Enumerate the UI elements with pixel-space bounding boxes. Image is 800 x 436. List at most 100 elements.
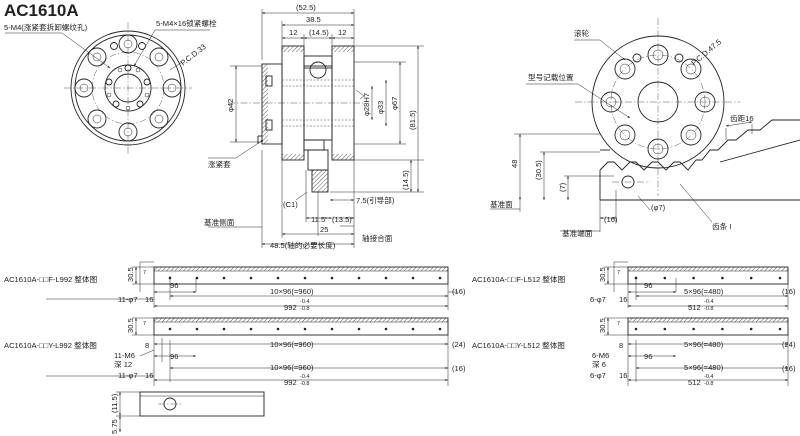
rack-f-l512-pitch: 5×96(=480) — [684, 287, 724, 296]
rack-label-datum-plane: 基准面 — [490, 199, 513, 209]
label-taper-sleeve: 涨紧套 — [208, 159, 231, 169]
drawing-title: AC1610A — [4, 1, 79, 20]
front-pcd: P.C.D.33 — [179, 42, 208, 67]
side-dim-13-5: (13.5) — [332, 215, 352, 224]
rack-f-l512-start-dim: 96 — [644, 281, 652, 290]
rack-f-l992-tol-lower: -0.8 — [300, 306, 309, 312]
mounting-hole — [195, 327, 199, 331]
side-dim-11-5: 11.5 — [311, 215, 325, 224]
mounting-hole — [749, 276, 753, 280]
side-dia-67: φ67 — [390, 97, 399, 110]
rack-y-l992-tap-note: 11-M6 — [114, 351, 135, 360]
rack-f-l512-tol-upper: -0.4 — [704, 299, 713, 305]
mounting-hole — [330, 276, 334, 280]
rack-y-l992-end-dim: (16) — [452, 364, 466, 373]
rack-f-l512-title: AC1610A-□□F-L512 整体图 — [472, 274, 565, 284]
rack-y-l992-total: 992 — [284, 378, 297, 387]
side-dia-28h7: φ28H7 — [362, 93, 371, 116]
mounting-hole — [384, 327, 388, 331]
rack-dim-7: (7) — [558, 182, 567, 192]
mounting-hole — [357, 276, 361, 280]
rack-y-l512-holes — [634, 327, 782, 331]
mounting-hole — [249, 276, 253, 280]
mounting-hole — [195, 276, 199, 280]
rack-y-l992-title: AC1610A-□□Y-L992 整体图 — [4, 340, 97, 350]
rack-y-l992-start: 96 — [170, 352, 178, 361]
mounting-hole — [438, 327, 442, 331]
rack-label-model-pos: 型号记载位置 — [528, 72, 574, 82]
front-rollers — [74, 34, 182, 142]
rack-y-l512-total: 512 — [688, 378, 701, 387]
rack-y-l992-holes — [168, 327, 442, 331]
detail-view: (11.5) 5.75 — [110, 391, 265, 434]
mounting-hole — [411, 276, 415, 280]
rack-y-l512-pitch-2: 5×96(=480) — [684, 363, 724, 372]
rack-f-l992-pitch: 10×96(=960) — [270, 287, 314, 296]
rack-y-l992: AC1610A-□□Y-L992 整体图 30.5 7 11-M6 深 12 8… — [4, 317, 466, 387]
mounting-hole — [276, 327, 280, 331]
rack-f-l992-height: 30.5 — [126, 267, 135, 282]
rack-f-l992-end-dim: (16) — [452, 287, 466, 296]
side-chamfer: (C1) — [283, 200, 298, 209]
rack-pcd: P.C.D.47.5 — [690, 37, 723, 67]
side-dim-25: 25 — [320, 225, 328, 234]
rack-y-l512-height: 30.5 — [598, 318, 607, 333]
rack-y-l512-start: 96 — [644, 352, 652, 361]
rack-label-rack: 齿条 I — [712, 221, 731, 231]
rack-y-l512-tap-depth: 深 6 — [592, 360, 606, 369]
side-dim-12-right: 12 — [338, 28, 346, 37]
mounting-hole — [634, 327, 638, 331]
rack-y-l992-left-dim: 16 — [145, 371, 153, 380]
mounting-hole — [721, 276, 724, 280]
rack-f-l512-top: 7 — [617, 270, 620, 276]
mounting-hole — [749, 327, 753, 331]
mounting-hole — [222, 327, 226, 331]
side-dim-48-5: 48.5(轴的必要长度) — [270, 240, 336, 250]
mounting-hole — [692, 276, 695, 280]
side-dim-14-5: (14.5) — [309, 28, 329, 37]
rack-y-l992-tap-depth: 深 12 — [114, 360, 132, 369]
rack-y-l512: AC1610A-□□Y-L512 整体图 30.5 7 6-M6 深 6 8 5… — [472, 317, 796, 387]
mounting-hole — [168, 327, 172, 331]
rack-y-l992-height: 30.5 — [126, 318, 135, 333]
rack-f-l512-total: 512 — [688, 303, 701, 312]
mounting-hole — [330, 327, 334, 331]
rack-dia-7: (φ7) — [651, 203, 666, 212]
side-dim-12-left: 12 — [289, 28, 297, 37]
mounting-hole — [222, 276, 226, 280]
side-dia-42: φ42 — [226, 99, 235, 112]
rack-label-roller: 滚轮 — [574, 28, 590, 38]
front-bolts — [105, 64, 151, 111]
rack-f-l512-left-dim: 16 — [619, 295, 627, 304]
mounting-hole — [357, 327, 361, 331]
mounting-hole — [692, 327, 695, 331]
mounting-hole — [411, 327, 415, 331]
rack-f-l992-start-dim: 96 — [170, 281, 178, 290]
mounting-hole — [663, 276, 667, 280]
rack-f-l992-title: AC1610A-□□F-L992 整体图 — [4, 274, 97, 284]
detail-dim-11-5: (11.5) — [110, 393, 119, 413]
front-bolt-note-1: 5-M4(涨紧套拆卸螺纹孔) — [4, 22, 88, 32]
rack-y-l512-left-dim-2: 8 — [619, 341, 623, 350]
mounting-hole — [778, 327, 782, 331]
rack-y-l512-end-dim: (16) — [782, 364, 796, 373]
rack-f-l992: AC1610A-□□F-L992 整体图 30.5 7 11-φ7 16 96 … — [4, 261, 466, 312]
rack-rollers — [600, 44, 716, 160]
rack-f-l992-total: 992 — [284, 303, 297, 312]
rack-f-l992-hole-note: 11-φ7 — [118, 295, 138, 304]
side-dim-38-5: 38.5 — [306, 15, 321, 24]
rack-y-l512-tap-note: 6-M6 — [592, 351, 609, 360]
rack-f-l512-holes — [634, 276, 782, 280]
detail-dim-5-75: 5.75 — [110, 419, 119, 434]
rack-y-l992-end-dim-2: (24) — [452, 340, 466, 349]
rack-y-l992-left-dim-2: 8 — [145, 341, 149, 350]
rack-f-l992-top: 7 — [143, 270, 146, 276]
rack-y-l512-tol-upper: -0.4 — [704, 374, 713, 380]
rack-label-pitch: 齿距16 — [730, 114, 754, 123]
rack-y-l992-pitch-2: 10×96(=960) — [270, 363, 314, 372]
rack-y-l992-tol-lower: -0.8 — [300, 381, 309, 387]
mounting-hole — [384, 276, 388, 280]
rack-f-l992-tol-upper: -0.4 — [300, 299, 309, 305]
rack-y-l512-pitch: 5×96(=480) — [684, 340, 724, 349]
